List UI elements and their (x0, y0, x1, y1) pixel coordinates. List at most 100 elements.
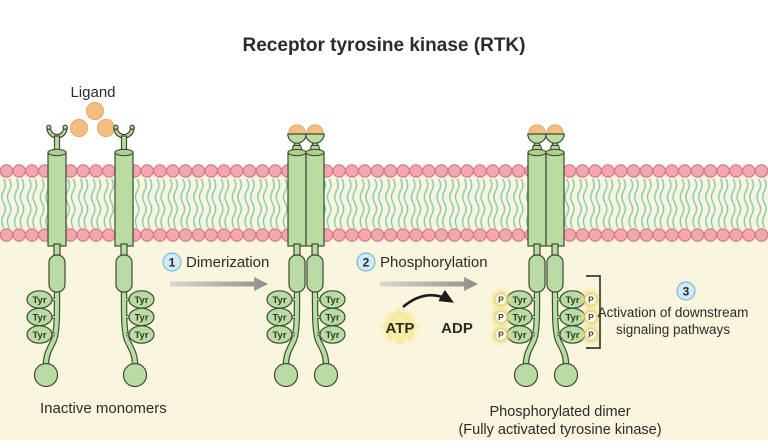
receptor-monomer-left: Tyr Tyr Tyr (26, 124, 68, 388)
phosphate-label: P (588, 295, 594, 305)
c-terminal-ball (273, 362, 299, 388)
tyrosine-residue (319, 325, 346, 344)
step-3-number: 3 (683, 284, 690, 298)
tyr-label: Tyr (565, 312, 579, 323)
step-3-number-badge (676, 281, 696, 301)
phosphorylation-arrow-icon (380, 277, 478, 291)
step-1-number-badge (162, 252, 182, 272)
step-2-number-badge (356, 252, 376, 272)
phosphate-label: P (498, 330, 504, 340)
tyrosine-residue (266, 325, 293, 344)
phosphate-label: P (498, 295, 504, 305)
helix-top (527, 148, 547, 157)
kinase-domain (48, 254, 66, 293)
kinase-domain (306, 254, 324, 293)
transmembrane-helix (527, 151, 547, 247)
activation-label-line2: signaling pathways (616, 322, 730, 337)
tyr-label: Tyr (134, 312, 148, 323)
phosphate-label: P (498, 312, 504, 322)
helix-top (545, 148, 565, 157)
tyr-label: Tyr (272, 330, 286, 341)
phosphate-icon (584, 328, 598, 341)
juxtamembrane-stem (551, 243, 559, 256)
adp-label: ADP (441, 320, 473, 337)
c-terminal-ball (553, 362, 579, 388)
ligand-label: Ligand (70, 84, 115, 101)
juxtamembrane-stem (533, 243, 541, 256)
step-2-label: Phosphorylation (380, 254, 488, 271)
receptor-dimer: Tyr Tyr Tyr Tyr Tyr Tyr (266, 124, 346, 388)
tyr-label: Tyr (134, 295, 148, 306)
tyr-label: Tyr (512, 312, 526, 323)
c-terminal-ball (313, 362, 339, 388)
tyrosine-residue (26, 325, 53, 344)
tyrosine-residue (128, 325, 155, 344)
cup-tip (62, 124, 68, 131)
page-title: Receptor tyrosine kinase (RTK) (243, 35, 526, 56)
cup-tip (129, 124, 135, 131)
atp-to-adp-arrow-icon (402, 289, 454, 309)
phosphate-label: P (588, 312, 594, 322)
tyr-label: Tyr (325, 330, 339, 341)
phosphate-icon (494, 310, 508, 324)
step-2-number: 2 (363, 255, 370, 269)
phosphate-label: P (588, 330, 594, 340)
receptor-monomer-right: Tyr Tyr Tyr (113, 124, 155, 388)
juxtamembrane-stem (311, 243, 319, 256)
ligand-molecule-icon (70, 119, 88, 137)
tyr-label: Tyr (512, 330, 526, 341)
c-terminal-ball (33, 362, 59, 388)
tail (121, 285, 138, 367)
phosphorylated-dimer: Tyr Tyr Tyr Tyr Tyr Tyr P P (492, 124, 600, 388)
juxtamembrane-stem (53, 243, 61, 256)
tyr-label: Tyr (134, 330, 148, 341)
atp-glow (388, 315, 412, 339)
transmembrane-helix (305, 151, 325, 247)
kinase-domain (546, 254, 564, 293)
activation-label-line1: Activation of downstream (598, 305, 749, 320)
juxtamembrane-stem (120, 243, 128, 256)
tail (523, 285, 540, 367)
cup-tip (46, 124, 52, 131)
bracket-icon (586, 275, 601, 349)
helix-top (287, 148, 307, 157)
ligand-binding-cup (545, 133, 565, 144)
atp-label: ATP (386, 320, 415, 337)
dimerization-arrow-icon (170, 277, 268, 291)
inactive-monomers-caption: Inactive monomers (40, 400, 167, 417)
tyr-label: Tyr (32, 330, 46, 341)
transmembrane-helix (47, 151, 67, 247)
phospho-dimer-caption-line2: (Fully activated tyrosine kinase) (458, 422, 661, 438)
step-1-label: Dimerization (186, 254, 269, 271)
kinase-domain (288, 254, 306, 293)
ligand-molecule-icon (97, 119, 115, 137)
tyr-label: Tyr (32, 295, 46, 306)
tyr-label: Tyr (32, 312, 46, 323)
tyr-label: Tyr (272, 312, 286, 323)
tyr-label: Tyr (512, 295, 526, 306)
c-terminal-ball (513, 362, 539, 388)
tail (43, 285, 60, 367)
helix-top (305, 148, 325, 157)
kinase-domain (528, 254, 546, 293)
step-2-phosphorylation: 2 Phosphorylation ATP ADP (356, 252, 488, 347)
tyr-label: Tyr (565, 295, 579, 306)
tail (283, 285, 300, 367)
ligand-group: Ligand (70, 84, 116, 137)
phosphate-icon (584, 293, 598, 306)
helix-top (47, 148, 67, 157)
transmembrane-helix (545, 151, 565, 247)
transmembrane-helix (114, 151, 134, 247)
tyr-label: Tyr (325, 295, 339, 306)
step-1-dimerization: 1 Dimerization (162, 252, 269, 291)
cup-tip (113, 124, 119, 131)
juxtamembrane-stem (293, 243, 301, 256)
ligand-molecule-icon (86, 102, 104, 120)
step-1-number: 1 (169, 255, 176, 269)
phosphate-icon (494, 293, 508, 306)
kinase-domain (115, 254, 133, 293)
step-3-activation: 3 Activation of downstream signaling pat… (586, 275, 749, 349)
c-terminal-ball (122, 362, 148, 388)
